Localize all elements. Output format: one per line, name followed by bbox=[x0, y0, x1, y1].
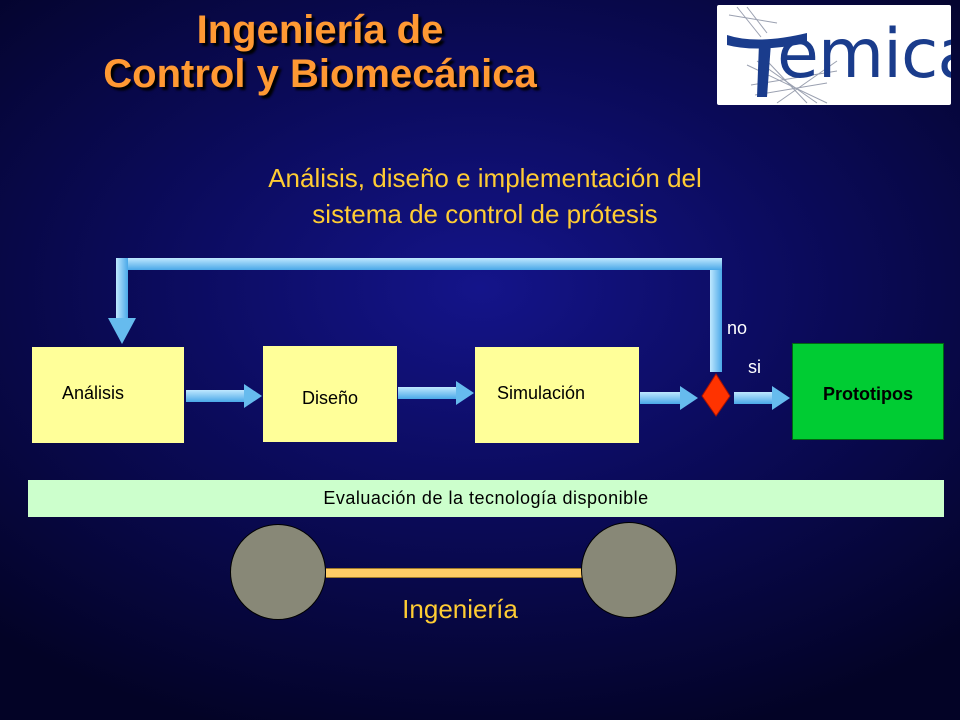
decision-no-label: no bbox=[727, 318, 748, 338]
evaluation-bar: Evaluación de la tecnología disponible bbox=[28, 480, 944, 517]
subtitle-line-2: sistema de control de prótesis bbox=[312, 199, 658, 229]
feedback-top-bar bbox=[116, 258, 722, 270]
logo-mesh-icon bbox=[727, 6, 838, 104]
feedback-arrowhead bbox=[108, 318, 136, 344]
arrow-diseno-simulacion bbox=[398, 381, 474, 405]
engineering-left-node bbox=[230, 524, 326, 620]
arrow-analisis-diseno bbox=[186, 384, 262, 408]
arrow-decision-prototipos bbox=[734, 386, 790, 410]
subtitle-line-1: Análisis, diseño e implementación del bbox=[268, 163, 702, 193]
step-analisis: Análisis bbox=[32, 347, 184, 443]
title-line-1: Ingeniería de bbox=[196, 8, 444, 52]
femica-logo: emica bbox=[717, 5, 951, 105]
result-prototipos-label: Prototipos bbox=[823, 384, 913, 404]
engineering-right-node bbox=[581, 522, 677, 618]
engineering-label: Ingeniería bbox=[402, 594, 518, 624]
title-line-2: Control y Biomecánica bbox=[103, 52, 537, 96]
arrow-simulacion-decision bbox=[640, 386, 698, 410]
step-diseno: Diseño bbox=[263, 346, 397, 442]
step-analisis-label: Análisis bbox=[62, 383, 125, 403]
subtitle: Análisis, diseño e implementación del si… bbox=[150, 160, 820, 232]
step-simulacion: Simulación bbox=[475, 347, 639, 443]
engineering-connector bbox=[326, 568, 582, 578]
page-title: Ingeniería de Control y Biomecánica bbox=[40, 8, 600, 96]
feedback-up-bar bbox=[710, 258, 722, 372]
step-simulacion-label: Simulación bbox=[497, 383, 586, 403]
step-diseno-label: Diseño bbox=[301, 387, 359, 408]
decision-yes-label: si bbox=[748, 357, 761, 377]
logo-text: emica bbox=[777, 15, 951, 94]
feedback-down-bar bbox=[116, 258, 128, 320]
result-prototipos: Prototipos bbox=[792, 343, 944, 440]
evaluation-bar-label: Evaluación de la tecnología disponible bbox=[323, 488, 649, 508]
decision-diamond bbox=[701, 373, 731, 417]
